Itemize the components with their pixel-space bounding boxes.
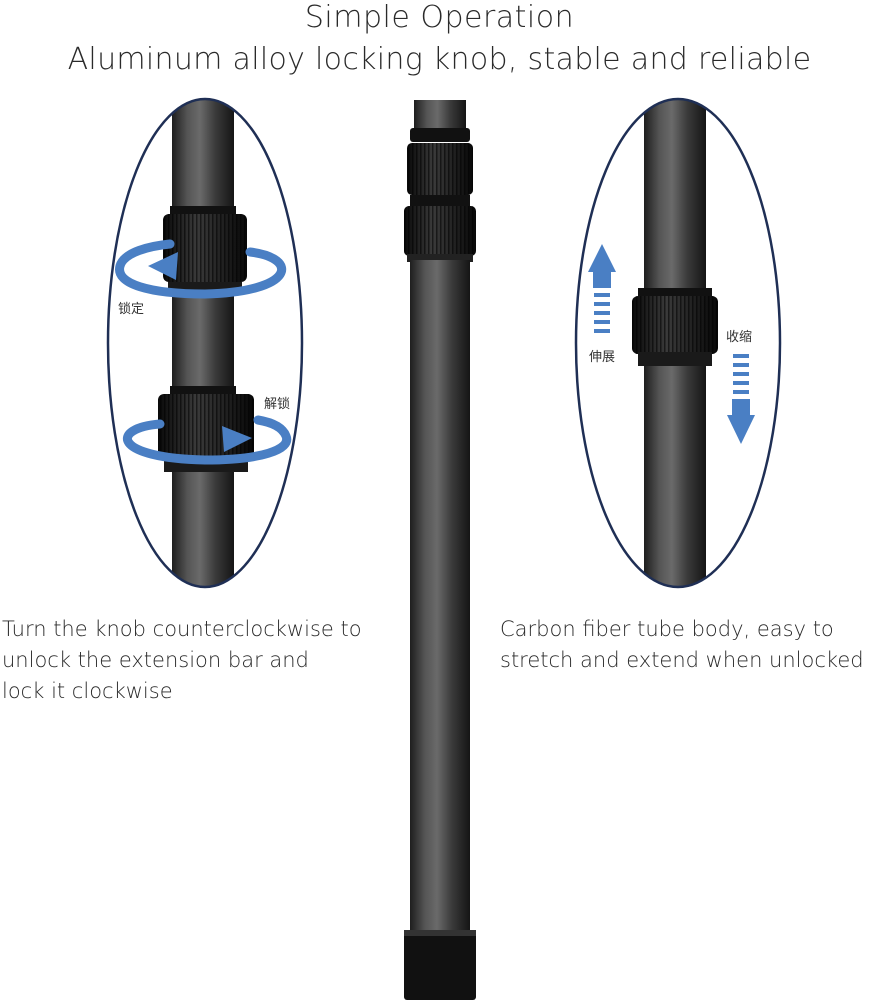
extend-up-arrow-icon: [588, 244, 616, 333]
extend-label: 伸展: [589, 350, 616, 365]
left-caption-line: unlock the extension bar and: [2, 648, 309, 672]
center-pole: [404, 100, 476, 1000]
right-caption-line: Carbon fiber tube body, easy to: [500, 617, 834, 641]
retract-down-arrow-icon: [727, 354, 755, 444]
lock-label: 锁定: [118, 302, 145, 317]
right-caption-line: stretch and extend when unlocked: [500, 648, 864, 672]
unlock-rotation-arrow-icon: [123, 415, 292, 465]
right-detail-oval: [574, 97, 782, 589]
left-caption: Turn the knob counterclockwise to unlock…: [2, 614, 402, 707]
left-caption-line: lock it clockwise: [2, 679, 173, 703]
unlock-label: 解锁: [264, 397, 291, 412]
left-caption-line: Turn the knob counterclockwise to: [2, 617, 362, 641]
right-caption: Carbon fiber tube body, easy to stretch …: [500, 614, 879, 676]
retract-label: 收缩: [726, 330, 753, 345]
page-subtitle: Aluminum alloy locking knob, stable and …: [67, 42, 812, 77]
left-detail-oval: [106, 97, 304, 589]
page-title: Simple Operation: [304, 0, 575, 35]
lock-rotation-arrow-icon: [115, 239, 287, 299]
